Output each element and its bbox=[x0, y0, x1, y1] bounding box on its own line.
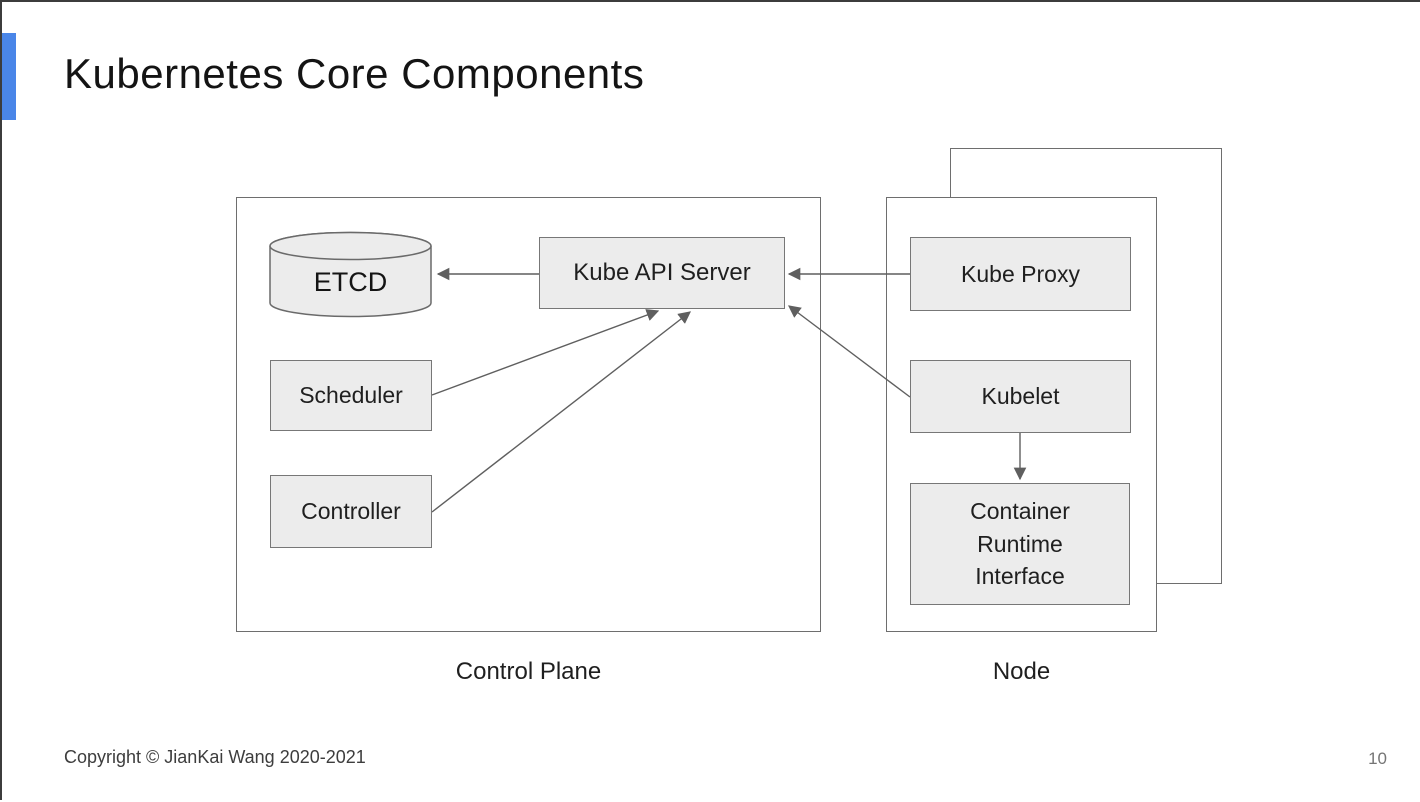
scheduler-box: Scheduler bbox=[270, 360, 432, 431]
container-runtime-interface-box: Container Runtime Interface bbox=[910, 483, 1130, 605]
footer-copyright: Copyright © JianKai Wang 2020-2021 bbox=[64, 747, 366, 767]
controller-label: Controller bbox=[301, 498, 401, 525]
api-server-label: Kube API Server bbox=[573, 258, 751, 286]
controller-box: Controller bbox=[270, 475, 432, 548]
kube-proxy-label: Kube Proxy bbox=[961, 260, 1080, 287]
container-runtime-interface-label: Container Runtime Interface bbox=[970, 498, 1070, 590]
control-plane-label: Control Plane bbox=[455, 658, 602, 685]
kubelet-label: Kubelet bbox=[981, 383, 1060, 410]
scheduler-label: Scheduler bbox=[299, 382, 403, 409]
kube-proxy-box: Kube Proxy bbox=[910, 237, 1131, 311]
title-accent-bar bbox=[2, 33, 16, 120]
etcd-label: ETCD bbox=[313, 267, 388, 297]
page-number: 10 bbox=[1368, 749, 1387, 768]
api-server-box: Kube API Server bbox=[539, 237, 785, 309]
cylinder-icon bbox=[269, 231, 432, 318]
page-title: Kubernetes Core Components bbox=[64, 50, 645, 97]
node-label: Node bbox=[992, 658, 1051, 685]
kubelet-box: Kubelet bbox=[910, 360, 1131, 433]
etcd-cylinder: ETCD bbox=[269, 231, 432, 318]
